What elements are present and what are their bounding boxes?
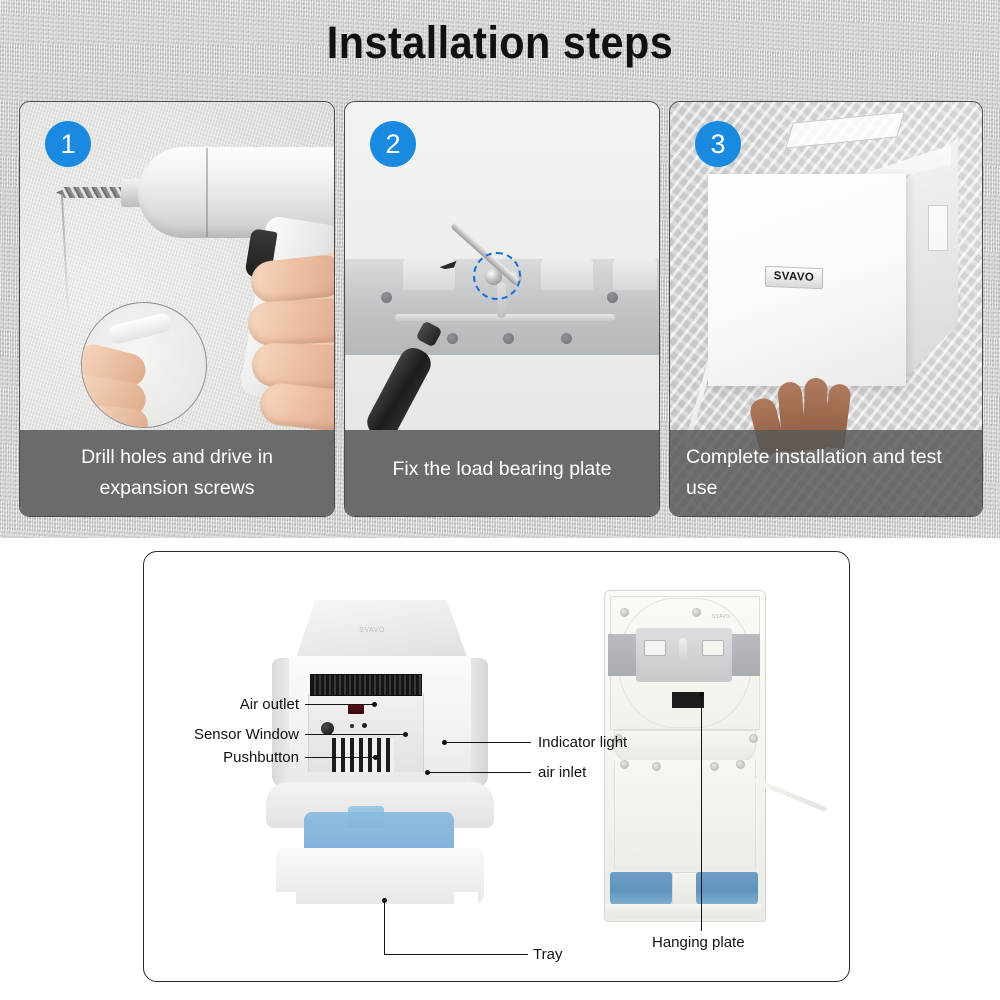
expansion-screw-plug — [106, 311, 174, 346]
leader-line-pushbutton — [305, 757, 375, 758]
brand-badge: SVAVO — [765, 265, 823, 290]
sensor-window — [348, 704, 364, 714]
leader-dot-tray — [382, 898, 387, 903]
air-outlet-vent — [310, 674, 422, 696]
hanging-plate-hole — [644, 640, 666, 656]
step-caption-1: Drill holes and drive in expansion screw… — [20, 430, 334, 516]
plate-hole — [561, 333, 572, 344]
leader-dot-air-inlet — [425, 770, 430, 775]
leader-dot-sensor-window — [403, 732, 408, 737]
screw — [620, 608, 629, 617]
leader-line-tray-vertical — [384, 901, 385, 954]
plate-tab — [613, 258, 657, 290]
dryer-left-side — [272, 658, 294, 788]
plate-hole — [381, 292, 392, 303]
finger — [249, 253, 334, 305]
callout-sensor-window: Sensor Window — [193, 726, 299, 743]
magnifier-inset — [81, 302, 207, 428]
drill-chuck — [121, 179, 143, 207]
dryer-base — [276, 848, 484, 904]
leader-line-air-outlet — [305, 704, 374, 705]
dryer-top-cover — [295, 600, 468, 660]
leader-line-sensor-window — [305, 734, 405, 735]
step-caption-3: Complete installation and test use — [670, 430, 982, 516]
diagram-card: SVAVO — [143, 551, 850, 982]
step-card-2[interactable]: 2 Fix the load bearing plate — [344, 101, 660, 517]
callout-tray: Tray — [533, 946, 563, 963]
screw — [749, 734, 758, 743]
tray-left — [610, 872, 672, 906]
base-notch — [454, 892, 478, 904]
pushbutton[interactable] — [321, 722, 334, 735]
air-inlet-vent — [332, 738, 394, 772]
back-foot — [606, 904, 762, 918]
callout-air-inlet: air inlet — [538, 764, 587, 781]
step-number-badge-1: 1 — [45, 121, 91, 167]
hanging-plate-hole — [702, 640, 724, 656]
plate-ridge — [395, 314, 615, 321]
plate-slot — [497, 282, 506, 318]
plate-hole — [607, 292, 618, 303]
finger — [246, 297, 334, 347]
callout-air-outlet: Air outlet — [239, 696, 299, 713]
leader-line-air-inlet — [429, 772, 531, 773]
hanging-plate-slot — [679, 638, 687, 664]
screw — [710, 762, 719, 771]
screw — [736, 760, 745, 769]
side-label — [928, 205, 948, 251]
plate-hole — [503, 333, 514, 344]
highlight-circle — [473, 252, 521, 300]
callout-hanging-plate: Hanging plate — [652, 934, 745, 951]
plate-tab — [403, 258, 455, 290]
finger — [251, 342, 334, 390]
callout-pushbutton: Pushbutton — [223, 749, 299, 766]
drill-bit-tip — [56, 188, 67, 197]
drill-wall-photo — [20, 102, 334, 516]
product-diagram-section: SVAVO — [0, 538, 1000, 1000]
plate-hole — [447, 333, 458, 344]
indicator-light — [350, 724, 354, 728]
back-brand-text: SVAVO — [712, 614, 731, 620]
leader-dot-air-outlet — [372, 702, 377, 707]
drill-seam — [206, 148, 208, 237]
drill-bit — [63, 187, 125, 198]
page-title: Installation steps — [326, 17, 674, 68]
back-lower-panel — [614, 760, 756, 870]
callout-indicator-light: Indicator light — [538, 734, 628, 751]
product-back-view: SVAVO — [544, 582, 834, 952]
step-card-1[interactable]: 1 Drill holes and drive in expansion scr… — [19, 101, 335, 517]
leader-dot-hanging-plate — [699, 692, 704, 697]
screw — [620, 760, 629, 769]
screw — [614, 734, 623, 743]
leader-line-hanging-plate — [701, 695, 702, 931]
tray-right — [696, 872, 758, 906]
plate-tab — [541, 258, 593, 290]
step-caption-2: Fix the load bearing plate — [345, 430, 659, 516]
installation-steps-section: Installation steps — [0, 0, 1000, 538]
top-brand-text: SVAVO — [359, 627, 385, 634]
leader-dot-pushbutton — [373, 755, 378, 760]
screw — [692, 608, 701, 617]
step-number-badge-3: 3 — [695, 121, 741, 167]
back-mid-panel — [614, 730, 756, 762]
step-card-3[interactable]: SVAVO 3 Complete installation and test u… — [669, 101, 983, 517]
indicator-light — [362, 723, 367, 728]
leader-line-indicator-light — [446, 742, 531, 743]
hand-holding-drill — [246, 252, 334, 452]
base-notch — [274, 892, 296, 904]
rating-label — [672, 692, 704, 708]
step-number-badge-2: 2 — [370, 121, 416, 167]
screw — [652, 762, 661, 771]
leader-line-tray-horizontal — [384, 954, 528, 955]
tray-center — [672, 872, 698, 908]
product-front-view: SVAVO — [264, 600, 524, 950]
leader-dot-indicator-light — [442, 740, 447, 745]
finger — [258, 381, 334, 433]
